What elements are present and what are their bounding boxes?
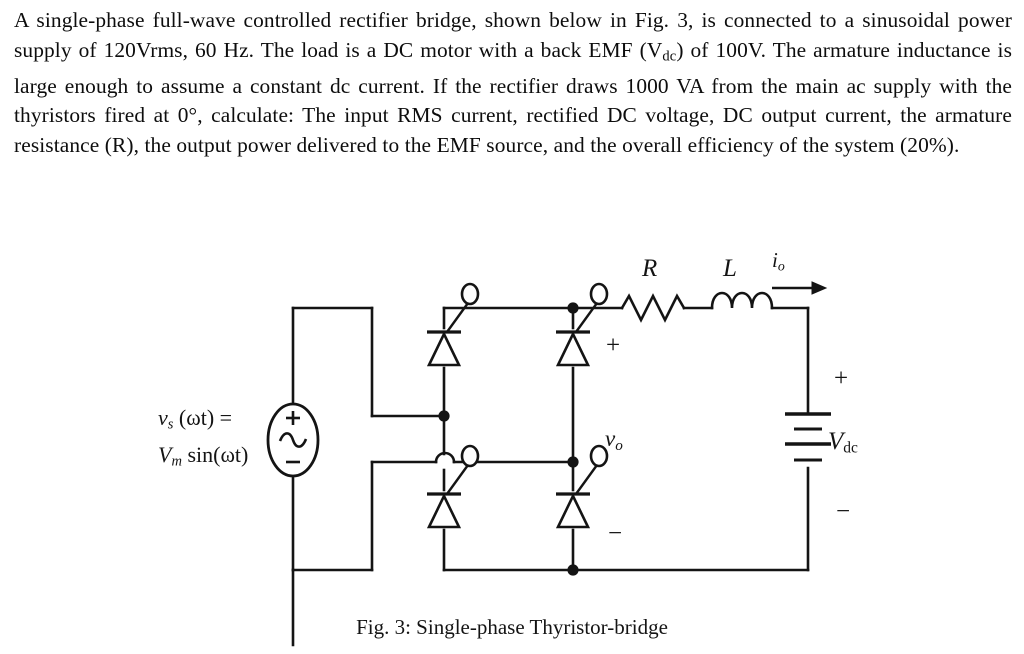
junction-dot-ac-top <box>438 410 450 422</box>
output-voltage-label: vo <box>605 426 623 455</box>
battery <box>785 412 831 462</box>
output-voltage-label-sub: o <box>615 436 623 454</box>
thyristor-top-right-triangle <box>555 331 591 367</box>
thyristor-bottom-left <box>426 444 480 529</box>
ac-source-label-v: v <box>158 405 168 430</box>
output-voltage-label-v: v <box>605 426 616 451</box>
battery-label-v: V <box>828 428 844 455</box>
thyristor-top-left-gate-circle-icon <box>460 282 480 306</box>
ac-source-label-line1-rest: (ωt) = <box>173 405 233 430</box>
thyristor-top-left-triangle <box>426 331 462 367</box>
ac-source-label-line1: vs (ωt) = <box>158 403 248 440</box>
resistor-symbol <box>620 293 686 323</box>
junction-dot-ac-bottom <box>567 456 579 468</box>
circuit-figure: vs (ωt) = Vm sin(ωt) R L io vo Vdc + − +… <box>0 240 1024 654</box>
output-voltage-minus-sign: − <box>608 520 623 547</box>
problem-text-part-2: ) of 100V. The armature inductance is la… <box>14 37 1012 157</box>
ac-source-label-vm-sub: m <box>171 453 182 470</box>
battery-label: Vdc <box>828 428 858 457</box>
ac-source-plus-icon <box>286 411 300 425</box>
thyristor-bottom-left-triangle <box>426 493 462 529</box>
problem-statement: A single-phase full-wave controlled rect… <box>14 6 1012 161</box>
thyristor-top-left-gate-lead <box>446 302 469 333</box>
ac-source-label-v-sub: s <box>167 416 174 433</box>
thyristor-top-right-gate-circle-icon <box>589 282 609 306</box>
ac-source-label: vs (ωt) = Vm sin(ωt) <box>158 403 248 476</box>
thyristor-top-left <box>426 282 480 367</box>
output-current-arrow-icon <box>772 281 828 295</box>
problem-subscript-dc: dc <box>662 48 677 65</box>
resistor-label: R <box>642 255 658 282</box>
battery-minus-sign: − <box>836 498 851 525</box>
thyristor-bottom-right-gate-lead <box>575 464 598 495</box>
thyristor-bottom-left-gate-lead <box>446 464 469 495</box>
problem-text-part-1: A single-phase full-wave controlled rect… <box>14 8 1012 62</box>
ac-source-sine-icon <box>278 432 308 448</box>
ac-source-label-line2-rest: sin(ωt) <box>181 441 249 467</box>
inductor-symbol <box>710 291 774 310</box>
inductor-label: L <box>723 255 737 282</box>
thyristor-bottom-right-gate-circle-icon <box>589 444 609 468</box>
output-current-label-sub: o <box>777 258 785 274</box>
battery-label-sub: dc <box>843 439 858 457</box>
output-current-label: io <box>772 248 785 274</box>
junction-dots <box>438 302 579 576</box>
ac-source-label-vm: V <box>158 441 172 467</box>
ac-source <box>266 402 320 478</box>
junction-dot-bottom-right <box>567 564 579 576</box>
output-current-label-i: i <box>772 248 778 272</box>
thyristor-bottom-left-gate-circle-icon <box>460 444 480 468</box>
thyristor-top-right <box>555 282 609 367</box>
figure-caption: Fig. 3: Single-phase Thyristor-bridge <box>356 615 668 639</box>
ac-source-label-line2: Vm sin(ωt) <box>158 440 248 477</box>
circuit-diagram-svg <box>266 281 831 647</box>
thyristor-bottom-right <box>555 444 609 529</box>
problem-paragraph: A single-phase full-wave controlled rect… <box>14 6 1012 161</box>
junction-dot-top-right <box>567 302 579 314</box>
output-voltage-plus-sign: + <box>606 332 621 359</box>
battery-plus-sign: + <box>834 365 849 392</box>
thyristor-bottom-right-triangle <box>555 493 591 529</box>
